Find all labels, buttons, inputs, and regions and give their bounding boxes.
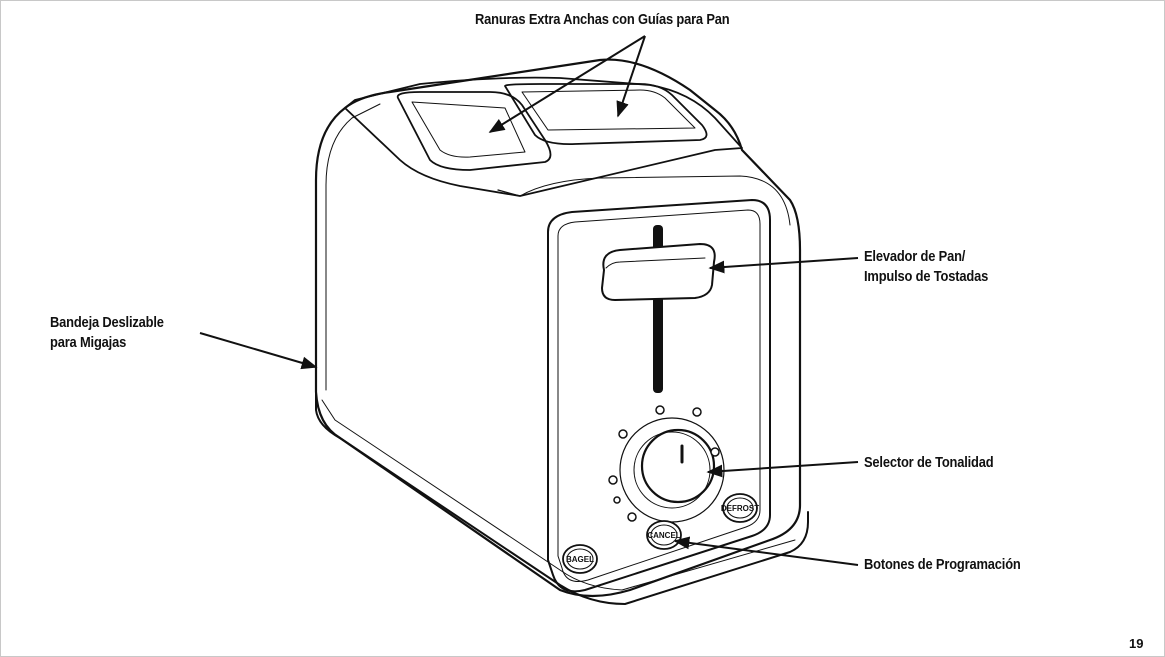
slot-right [504,83,708,145]
callout-crumb-line2: para Migajas [50,334,127,351]
callout-lever-line1: Elevador de Pan/ [864,248,966,265]
control-panel [547,199,771,593]
bagel-button-label: BAGEL [566,555,594,564]
cancel-button-label: CANCEL [647,531,680,540]
callout-slots: Ranuras Extra Anchas con Guías para Pan [475,11,730,28]
callout-shade: Selector de Tonalidad [864,454,994,471]
program-leader [673,536,859,566]
slot-left [396,91,552,171]
toaster-base [315,391,809,605]
toaster-top [344,76,743,197]
slots-leader-left [488,35,646,133]
callout-crumb-line1: Bandeja Deslizable [50,314,164,331]
callout-program: Botones de Programación [864,556,1021,573]
lever-handle [601,243,716,301]
slots-leader-right [616,35,646,118]
shade-leader [706,461,859,478]
defrost-button-label: DEFROST [721,504,759,513]
page-number: 19 [1129,636,1144,651]
lever-leader [708,257,859,274]
callout-lever-line2: Impulso de Tostadas [864,268,989,285]
crumb-leader [199,332,318,370]
